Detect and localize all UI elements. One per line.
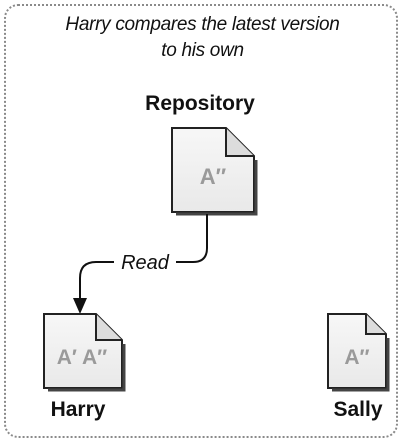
- read-edge-label: Read: [114, 252, 176, 275]
- read-connector-line: [79, 214, 208, 300]
- harry-document-text: A′ A″: [57, 346, 107, 369]
- sally-label: Sally: [333, 398, 383, 421]
- repository-document-icon: [171, 127, 258, 216]
- sally-document-text: A″: [344, 346, 369, 369]
- repository-document-text: A″: [200, 164, 227, 189]
- diagram-frame: [4, 4, 398, 438]
- sally-document-icon: [327, 313, 390, 392]
- caption-line-2: to his own: [161, 40, 244, 61]
- harry-label: Harry: [50, 398, 106, 421]
- repository-label: Repository: [145, 92, 255, 115]
- caption-line-1: Harry compares the latest version: [65, 14, 340, 35]
- harry-document-icon: [43, 313, 126, 392]
- read-arrowhead: [73, 298, 87, 314]
